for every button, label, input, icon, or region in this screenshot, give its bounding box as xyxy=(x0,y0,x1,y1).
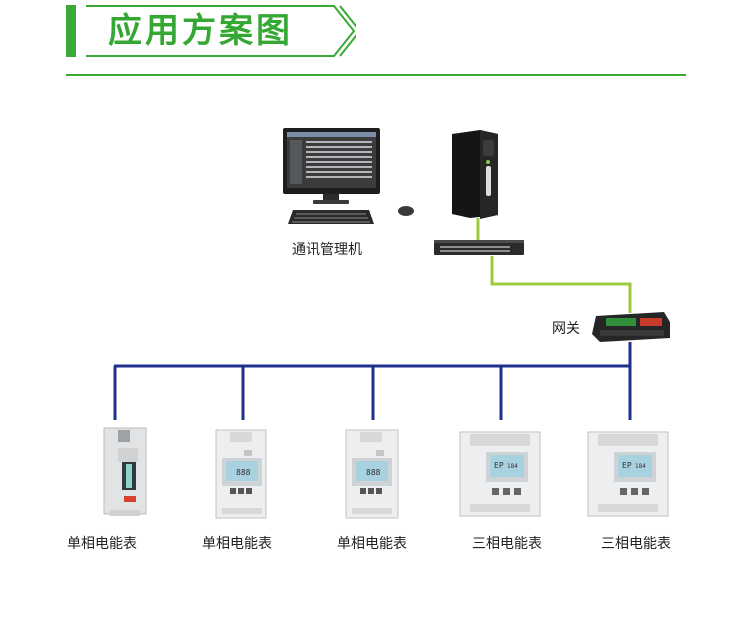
svg-text:888: 888 xyxy=(366,468,381,477)
rs485-bus xyxy=(113,342,632,420)
title-frame xyxy=(86,5,356,57)
ethernet-links xyxy=(476,218,632,313)
mgmt-computer-label: 通讯管理机 xyxy=(292,242,362,258)
mouse-icon xyxy=(398,206,414,216)
meter-5-icon: EP 184 xyxy=(587,431,669,517)
meter-5-label: 三相电能表 xyxy=(601,536,671,552)
keyboard-icon xyxy=(288,210,374,224)
meter-1-icon xyxy=(103,427,147,516)
svg-text:EP: EP xyxy=(494,461,504,470)
title-accent-bar xyxy=(66,5,76,57)
svg-text:EP: EP xyxy=(622,461,632,470)
meter-4-label: 三相电能表 xyxy=(472,536,542,552)
monitor-icon xyxy=(283,128,380,204)
network-switch-icon xyxy=(434,240,524,255)
meter-3-label: 单相电能表 xyxy=(337,536,407,552)
svg-text:888: 888 xyxy=(236,468,251,477)
header-divider xyxy=(66,74,686,76)
meter-2-icon: 888 xyxy=(215,429,267,519)
gateway-icon xyxy=(592,312,670,342)
server-tower-icon xyxy=(452,130,498,219)
meter-4-icon: EP 184 xyxy=(459,431,541,517)
meter-2-label: 单相电能表 xyxy=(202,536,272,552)
gateway-label: 网关 xyxy=(552,321,580,337)
meter-3-icon: 888 xyxy=(345,429,399,519)
svg-text:184: 184 xyxy=(635,463,646,470)
meter-1-label: 单相电能表 xyxy=(67,536,137,552)
page-title: 应用方案图 xyxy=(108,11,293,51)
svg-text:184: 184 xyxy=(507,463,518,470)
